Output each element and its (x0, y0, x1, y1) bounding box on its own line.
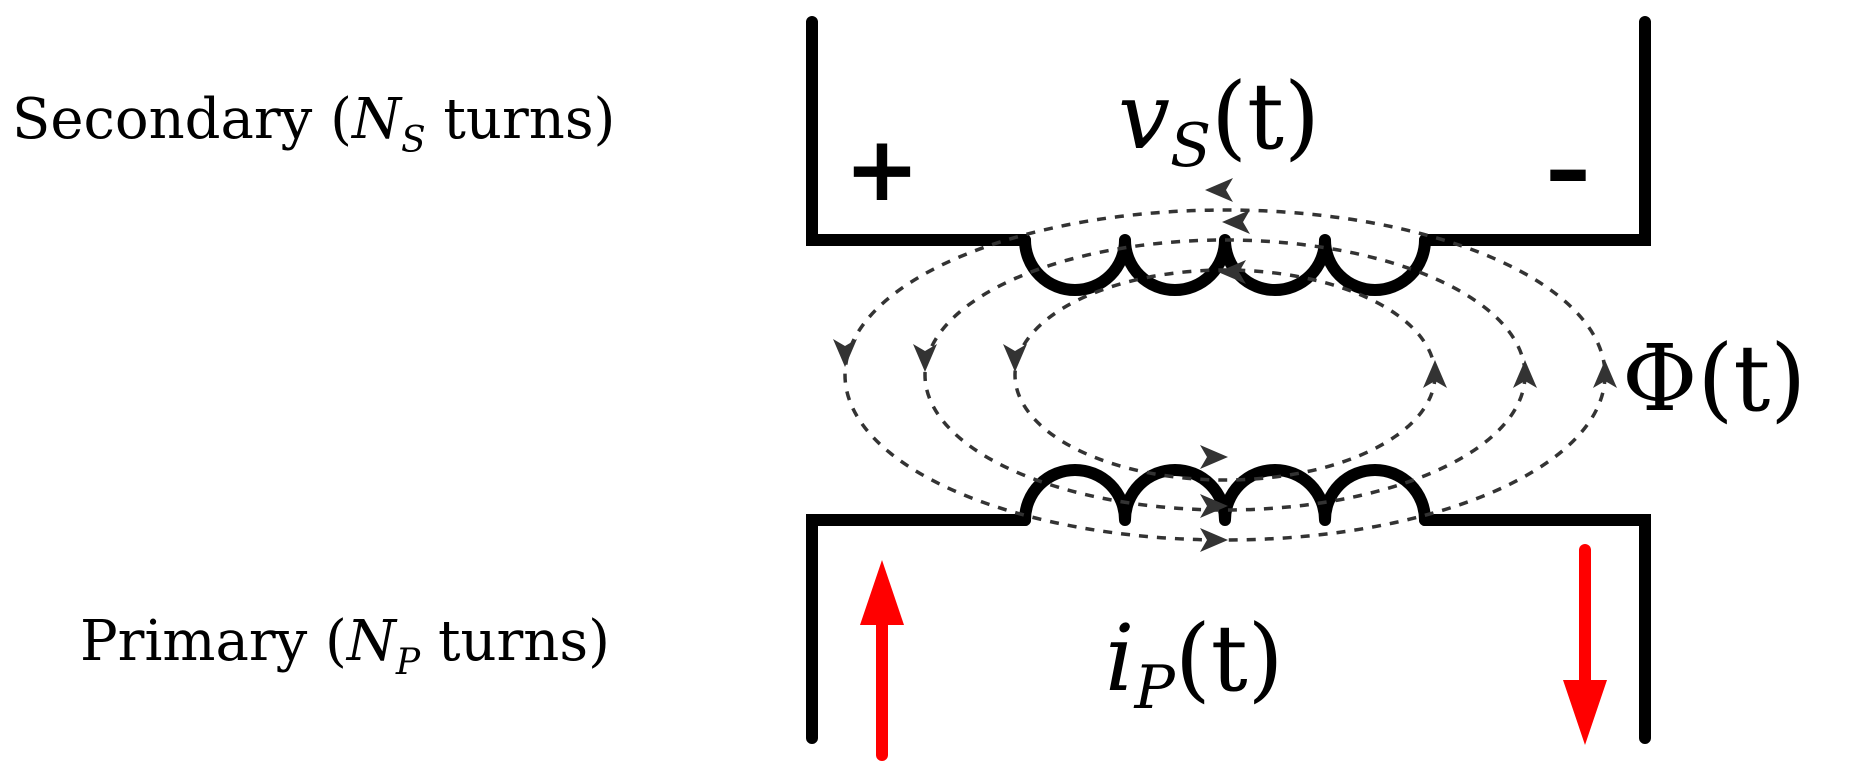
flux-arrow-bottom-1 (1200, 445, 1228, 469)
secondary-coil (1019, 234, 1431, 296)
secondary-wire (806, 16, 1651, 246)
flux-label: Φ(t) (1622, 325, 1806, 432)
flux-arrow-top-2 (1222, 210, 1250, 234)
flux-arrow-bottom-3 (1200, 528, 1228, 552)
arrow-up-icon (860, 560, 904, 761)
flux-arrow-left-1 (833, 339, 857, 367)
arrow-down-icon (1563, 544, 1607, 745)
flux-arrow-top-1 (1205, 178, 1233, 202)
secondary-voltage-label: vS(t) (1118, 63, 1320, 181)
flux-arrow-right-1 (1423, 360, 1447, 388)
flux-arrow-right-2 (1513, 360, 1537, 388)
flux-arrow-left-3 (1003, 344, 1027, 372)
primary-current-label: iP(t) (1105, 605, 1284, 723)
flux-loop-inner (1013, 268, 1437, 482)
primary-coil (1019, 464, 1431, 526)
secondary-label: Secondary (NS turns) (12, 87, 615, 161)
flux-arrow-bottom-2 (1200, 494, 1228, 518)
primary-wire (806, 514, 1651, 744)
flux-arrow-top-3 (1218, 260, 1246, 284)
plus-sign: + (844, 117, 919, 222)
minus-sign: – (1546, 117, 1591, 222)
primary-label: Primary (NP turns) (80, 609, 610, 683)
flux-lines (833, 178, 1617, 552)
flux-arrow-right-3 (1593, 360, 1617, 388)
flux-arrow-left-2 (913, 344, 937, 372)
